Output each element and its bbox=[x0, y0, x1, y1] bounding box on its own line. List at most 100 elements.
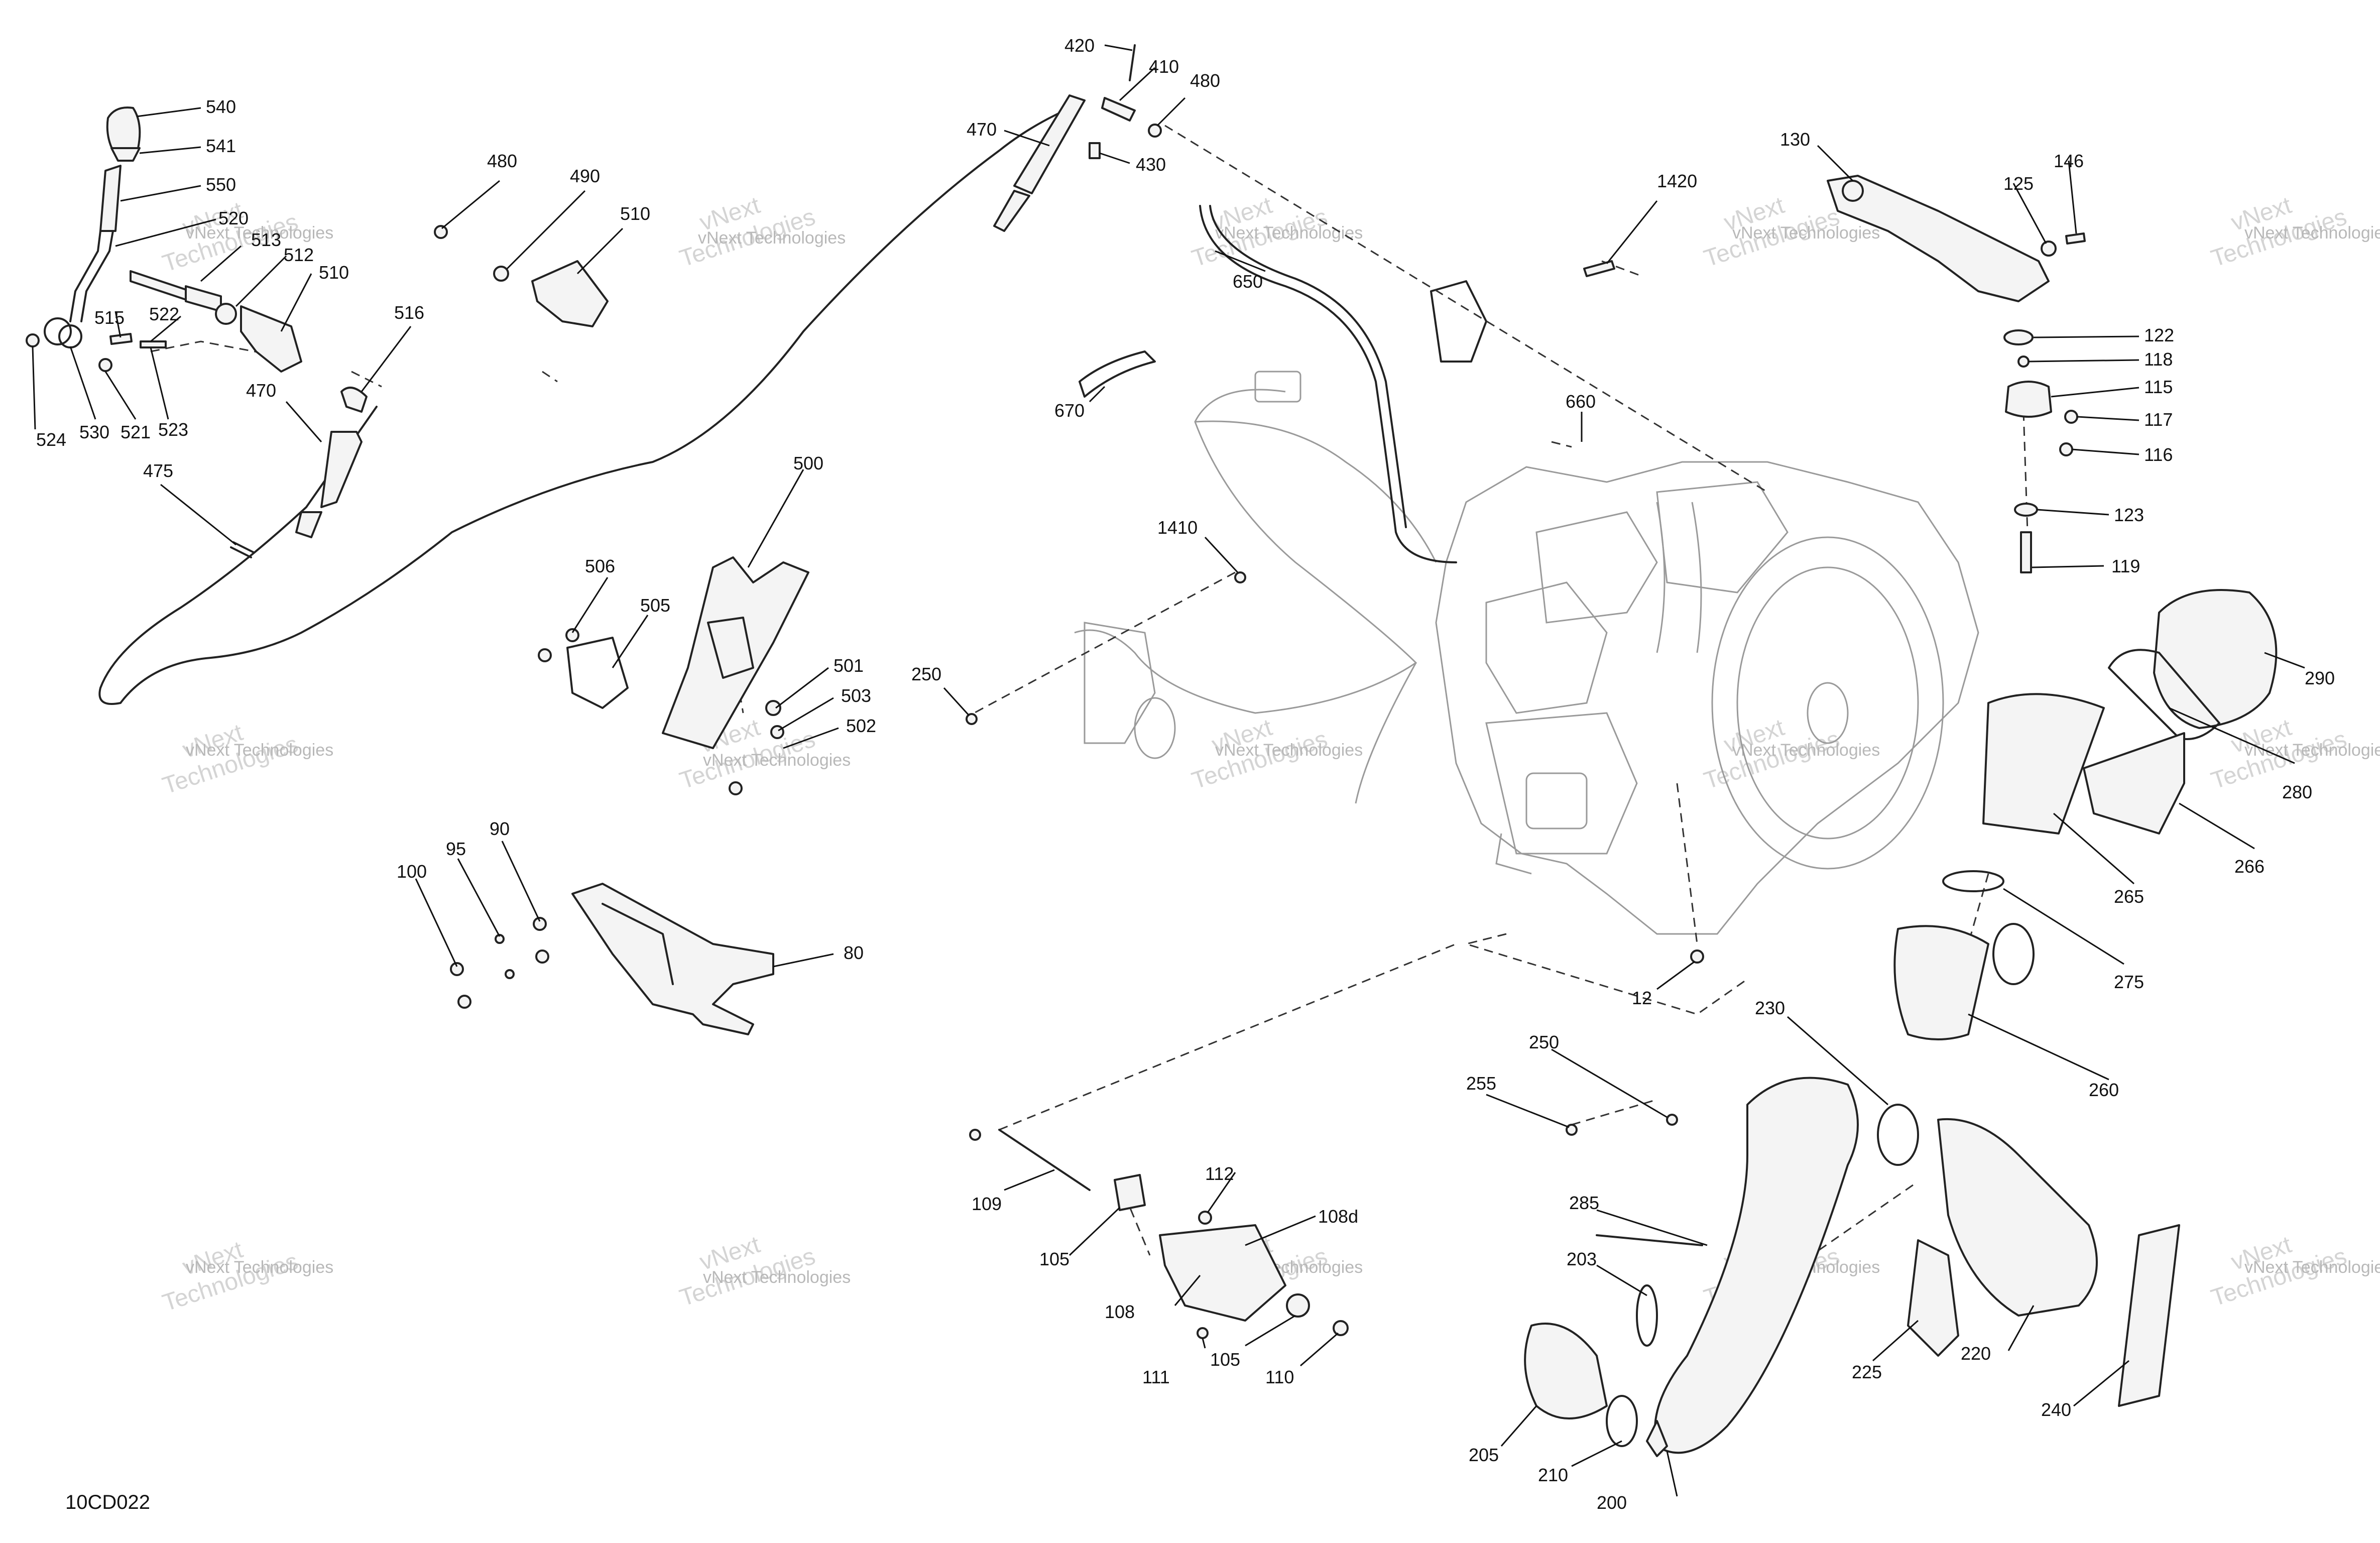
leader-lines bbox=[32, 44, 2305, 1497]
callout-250: 250 bbox=[1529, 1032, 1559, 1052]
callout-520: 520 bbox=[218, 208, 249, 228]
callout-205: 205 bbox=[1469, 1445, 1499, 1465]
watermark-small: vNext Technologies bbox=[1732, 741, 1880, 760]
watermark-small: vNext Technologies bbox=[186, 1258, 333, 1277]
callout-541: 541 bbox=[206, 136, 236, 156]
callout-420: 420 bbox=[1064, 35, 1095, 56]
callout-510: 510 bbox=[319, 262, 349, 283]
callout-530: 530 bbox=[79, 422, 109, 442]
callout-200: 200 bbox=[1597, 1492, 1627, 1513]
callout-115: 115 bbox=[2144, 377, 2173, 397]
callout-470: 470 bbox=[967, 119, 997, 140]
bracket-500 bbox=[538, 556, 809, 795]
callout-515: 515 bbox=[94, 307, 125, 328]
shifter-assembly bbox=[26, 99, 1086, 705]
watermark: vNext Technologies bbox=[676, 1231, 818, 1312]
callout-480: 480 bbox=[1190, 70, 1220, 91]
callout-111: 111 bbox=[1142, 1367, 1170, 1387]
callout-210: 210 bbox=[1538, 1465, 1568, 1485]
callout-501: 501 bbox=[834, 655, 864, 676]
callout-280: 280 bbox=[2282, 782, 2312, 802]
watermark-small: vNext Technologies bbox=[2244, 1258, 2380, 1277]
callout-109: 109 bbox=[972, 1194, 1002, 1214]
callout-512: 512 bbox=[284, 245, 314, 265]
callout-100: 100 bbox=[397, 861, 427, 882]
callout-516: 516 bbox=[394, 302, 424, 323]
diagram-code: 10CD022 bbox=[65, 1491, 150, 1513]
callout-255: 255 bbox=[1466, 1073, 1496, 1094]
watermark-small: vNext Technologies bbox=[703, 751, 851, 770]
callout-540: 540 bbox=[206, 96, 236, 117]
callout-513: 513 bbox=[251, 229, 281, 250]
callout-510: 510 bbox=[620, 203, 650, 224]
callout-521: 521 bbox=[121, 422, 151, 442]
bracket-130 bbox=[1827, 175, 2086, 573]
callout-266: 266 bbox=[2234, 856, 2265, 877]
callout-503: 503 bbox=[841, 685, 871, 706]
callout-290: 290 bbox=[2305, 668, 2335, 688]
callout-550: 550 bbox=[206, 174, 236, 195]
callout-108d: 108d bbox=[1318, 1206, 1358, 1227]
callout-108: 108 bbox=[1105, 1301, 1135, 1322]
callout-122: 122 bbox=[2144, 325, 2174, 345]
callout-522: 522 bbox=[149, 304, 179, 324]
callout-275: 275 bbox=[2114, 972, 2144, 992]
watermark-small: vNext Technologies bbox=[1732, 223, 1880, 243]
callout-118: 118 bbox=[2144, 349, 2173, 370]
callout-265: 265 bbox=[2114, 886, 2144, 907]
watermark-small: vNext Technologies bbox=[703, 1268, 851, 1287]
callout-650: 650 bbox=[1233, 271, 1263, 292]
callout-203: 203 bbox=[1567, 1249, 1597, 1269]
callout-1410: 1410 bbox=[1157, 517, 1198, 538]
pedal-80 bbox=[450, 883, 774, 1035]
watermark-small: vNext Technologies bbox=[2244, 741, 2380, 760]
throttle-body-108 bbox=[966, 260, 1704, 1339]
watermark-small: vNext Technologies bbox=[186, 223, 333, 243]
callout-285: 285 bbox=[1569, 1193, 1599, 1213]
watermark-small: vNext Technologies bbox=[186, 741, 333, 760]
callout-116: 116 bbox=[2144, 444, 2173, 465]
callout-105: 105 bbox=[1210, 1349, 1240, 1370]
callout-475: 475 bbox=[143, 460, 173, 481]
callout-220: 220 bbox=[1961, 1343, 1991, 1364]
callout-146: 146 bbox=[2054, 151, 2084, 171]
callout-505: 505 bbox=[640, 595, 670, 616]
cable-end-470 bbox=[993, 44, 1162, 232]
callouts: 540 541 550 520 513 512 510 515 522 524 … bbox=[36, 35, 2335, 1513]
callout-112: 112 bbox=[1205, 1163, 1234, 1184]
callout-12: 12 bbox=[1632, 988, 1652, 1008]
callout-523: 523 bbox=[158, 419, 188, 440]
callout-502: 502 bbox=[846, 716, 876, 736]
callout-117: 117 bbox=[2144, 409, 2173, 430]
intake-parts bbox=[1524, 589, 2278, 1457]
callout-95: 95 bbox=[446, 839, 466, 859]
watermark: vNext Technologies bbox=[676, 192, 818, 272]
callout-80: 80 bbox=[844, 942, 864, 963]
watermark-small: vNext Technologies bbox=[2244, 223, 2380, 243]
callout-130: 130 bbox=[1780, 129, 1810, 150]
watermark-small: vNext Technologies bbox=[698, 228, 846, 248]
callout-105: 105 bbox=[1039, 1249, 1069, 1269]
callout-410: 410 bbox=[1149, 56, 1179, 77]
watermark-small: vNext Technologies bbox=[1215, 223, 1363, 243]
callout-123: 123 bbox=[2114, 505, 2144, 525]
callout-110: 110 bbox=[1265, 1367, 1294, 1387]
callout-506: 506 bbox=[585, 556, 615, 576]
callout-240: 240 bbox=[2041, 1399, 2071, 1420]
watermark-small: vNext Technologies bbox=[1215, 741, 1363, 760]
callout-125: 125 bbox=[2003, 173, 2034, 194]
callout-500: 500 bbox=[793, 453, 823, 473]
callout-260: 260 bbox=[2089, 1080, 2119, 1100]
callout-250: 250 bbox=[911, 664, 941, 684]
callout-430: 430 bbox=[1136, 154, 1166, 175]
bracket-510 bbox=[434, 225, 609, 327]
callout-480: 480 bbox=[487, 151, 517, 171]
callout-490: 490 bbox=[570, 166, 600, 186]
callout-670: 670 bbox=[1054, 400, 1085, 421]
callout-524: 524 bbox=[36, 429, 66, 450]
callout-1420: 1420 bbox=[1657, 171, 1697, 191]
callout-470: 470 bbox=[246, 380, 276, 401]
callout-119: 119 bbox=[2111, 556, 2140, 576]
callout-90: 90 bbox=[490, 818, 510, 839]
